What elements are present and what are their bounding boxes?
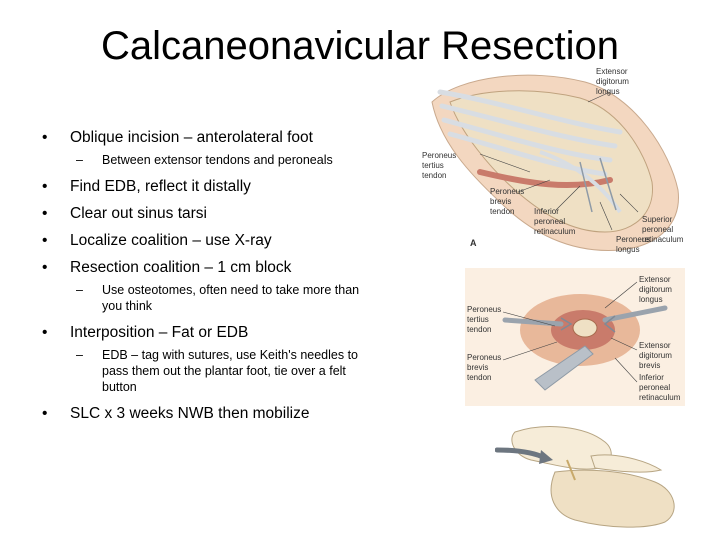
panel-letter: A bbox=[470, 238, 477, 248]
bullet-item: Clear out sinus tarsi bbox=[42, 204, 362, 223]
bullet-list: Oblique incision – anterolateral foot Be… bbox=[42, 128, 362, 431]
bullet-item: Find EDB, reflect it distally bbox=[42, 177, 362, 196]
bullet-item: Resection coalition – 1 cm block bbox=[42, 258, 362, 277]
bullet-item: Oblique incision – anterolateral foot bbox=[42, 128, 362, 147]
bullet-item: SLC x 3 weeks NWB then mobilize bbox=[42, 404, 362, 423]
bone-resection-illustration bbox=[495, 426, 675, 528]
sub-bullet-item: EDB – tag with sutures, use Keith's need… bbox=[42, 347, 362, 395]
bullet-item: Localize coalition – use X-ray bbox=[42, 231, 362, 250]
bullet-item: Interposition – Fat or EDB bbox=[42, 323, 362, 342]
sub-bullet-item: Between extensor tendons and peroneals bbox=[42, 152, 362, 168]
sub-bullet-item: Use osteotomes, often need to take more … bbox=[42, 282, 362, 314]
slide-title: Calcaneonavicular Resection bbox=[100, 24, 620, 68]
